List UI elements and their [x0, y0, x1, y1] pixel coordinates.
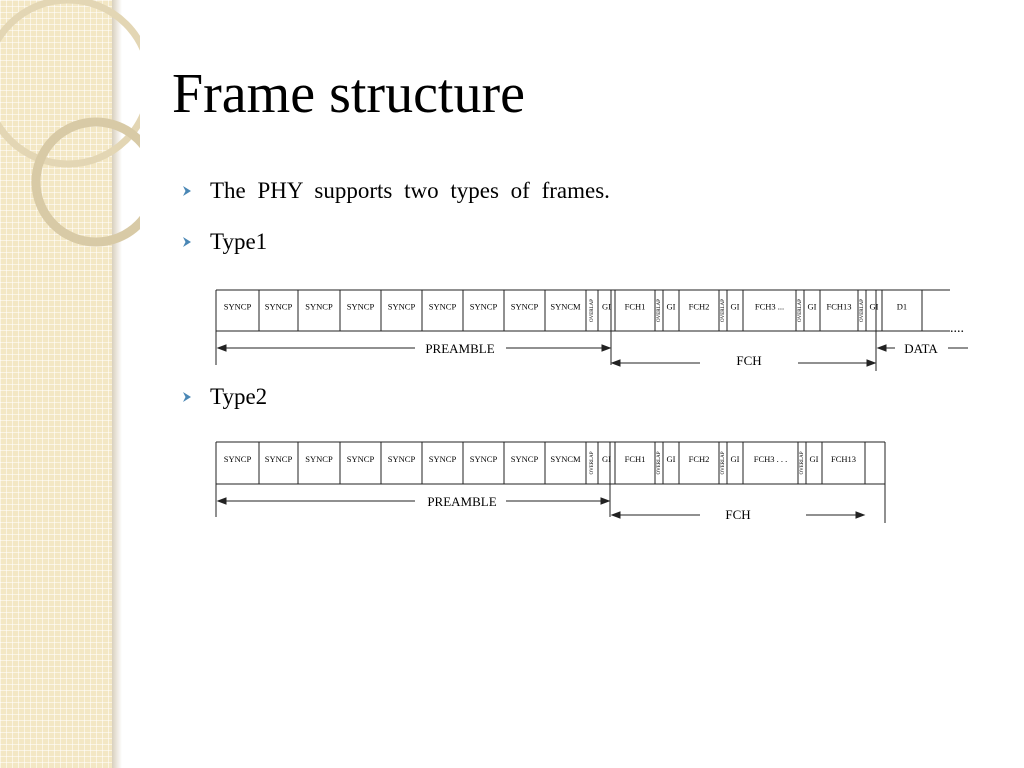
frame-cell-label: SYNCP — [305, 301, 333, 311]
bullet-item-frames: The PHY supports two types of frames. — [180, 178, 610, 204]
fch-label: FCH — [725, 507, 750, 522]
frame-cell-label: SYNCP — [470, 454, 498, 464]
data-label: DATA — [904, 341, 938, 356]
type2-frame-svg: SYNCP SYNCP SYNCP SYNCP SYNCP SYNCP SYNCP SYNCP… — [215, 441, 886, 523]
bullet-item-type2: Type2 — [180, 384, 267, 410]
chevron-right-icon — [183, 392, 191, 402]
frame-cell-label: SYNCP — [470, 301, 498, 311]
bullet-item-type1: Type1 — [180, 229, 267, 255]
bullet-text: Type2 — [210, 384, 268, 409]
frame-cell-label: SYNCM — [550, 301, 581, 311]
frame-cell-label: SYNCP — [388, 301, 416, 311]
slide-title: Frame structure — [172, 63, 525, 125]
chevron-right-icon — [183, 186, 191, 196]
frame-cell-label: SYNCP — [511, 454, 539, 464]
frame-cell-label: GI — [731, 454, 740, 464]
type2-frame-diagram: SYNCP SYNCP SYNCP SYNCP SYNCP SYNCP SYNCP SYNCP… — [210, 437, 910, 532]
frame-cell-label: SYNCP — [429, 454, 457, 464]
frame-cell-label: OVERLAP — [798, 299, 803, 322]
frame-cell-label: OVERLAP — [590, 299, 595, 322]
type1-cells: SYNCP SYNCP SYNCP SYNCP SYNCP SYNCP SYNCP SYNCP… — [224, 290, 923, 331]
frame-cell-label: GI — [870, 301, 879, 311]
decorative-ring-small — [31, 117, 140, 247]
trailing-dots: .... — [950, 321, 964, 336]
frame-cell-label: GI — [808, 301, 817, 311]
frame-cell-label: SYNCP — [224, 301, 252, 311]
frame-cell-label: SYNCP — [347, 301, 375, 311]
frame-cell-label: SYNCP — [224, 454, 252, 464]
bullet-text: The PHY supports two types of frames. — [210, 178, 610, 203]
frame-cell-label: GI — [602, 301, 611, 311]
preamble-label: PREAMBLE — [425, 341, 494, 356]
chevron-right-icon — [183, 237, 191, 247]
frame-cell-label: SYNCP — [305, 454, 333, 464]
frame-cell-label: FCH13 — [826, 301, 851, 311]
frame-cell-label: OVERLAP — [657, 451, 662, 474]
frame-cell-label: SYNCM — [550, 454, 581, 464]
side-band-shadow — [112, 0, 122, 768]
frame-cell-label: OVERLAP — [800, 451, 805, 474]
frame-cell-label: SYNCP — [347, 454, 375, 464]
frame-cell-label: SYNCP — [265, 301, 293, 311]
frame-cell-label: FCH3 . . . — [754, 454, 788, 464]
frame-cell-label: OVERLAP — [657, 299, 662, 322]
decorative-side-band — [0, 0, 112, 768]
frame-cell-label: GI — [667, 301, 676, 311]
frame-cell-label: SYNCP — [511, 301, 539, 311]
frame-cell-label: FCH1 — [625, 301, 646, 311]
type1-frame-svg: SYNCP SYNCP SYNCP SYNCP SYNCP SYNCP SYNCP SYNCP… — [215, 289, 968, 371]
preamble-label: PREAMBLE — [427, 494, 496, 509]
bullet-text: Type1 — [210, 229, 268, 254]
frame-cell-label: FCH3 ... — [755, 301, 784, 311]
frame-cell-label: OVERLAP — [721, 299, 726, 322]
fch-label: FCH — [736, 353, 761, 368]
frame-cell-label: GI — [602, 454, 611, 464]
frame-cell-label: SYNCP — [265, 454, 293, 464]
frame-cell-label: FCH2 — [689, 454, 710, 464]
frame-cell-label: FCH13 — [831, 454, 856, 464]
frame-cell-label: FCH1 — [625, 454, 646, 464]
type1-frame-diagram: SYNCP SYNCP SYNCP SYNCP SYNCP SYNCP SYNCP SYNCP… — [210, 285, 980, 380]
frame-cell-label: SYNCP — [388, 454, 416, 464]
frame-cell-label: D1 — [897, 301, 907, 311]
type2-cells: SYNCP SYNCP SYNCP SYNCP SYNCP SYNCP SYNCP SYNCP… — [224, 442, 866, 484]
frame-cell-label: SYNCP — [429, 301, 457, 311]
decorative-rings — [0, 0, 140, 247]
frame-cell-label: GI — [731, 301, 740, 311]
frame-cell-label: GI — [667, 454, 676, 464]
decorative-ring-large — [0, 0, 140, 168]
frame-cell-label: OVERLAP — [721, 451, 726, 474]
frame-cell-label: FCH2 — [689, 301, 710, 311]
frame-cell-label: OVERLAP — [860, 299, 865, 322]
frame-cell-label: GI — [810, 454, 819, 464]
frame-cell-label: OVERLAP — [590, 451, 595, 474]
